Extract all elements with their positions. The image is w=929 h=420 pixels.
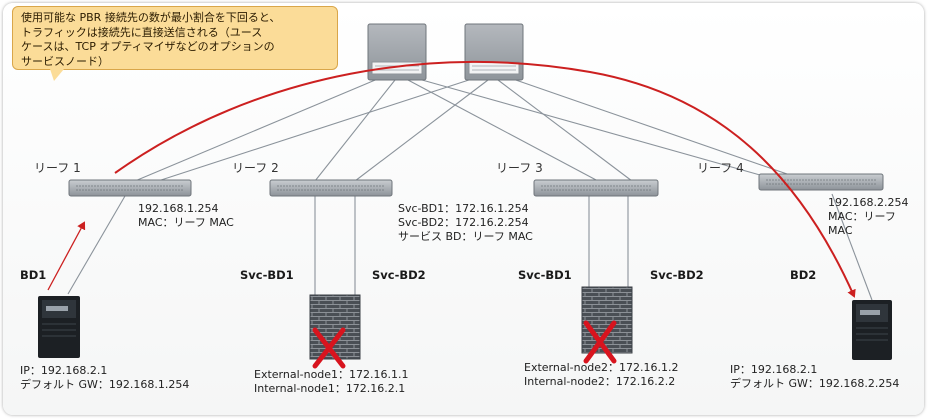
downlinks (67, 193, 873, 301)
leaf-4-ip: 192.168.2.254 (828, 196, 909, 209)
leaf-1-label: リーフ 1 (34, 161, 81, 175)
destination-server-icon (852, 300, 892, 360)
leaf-4-label: リーフ 4 (697, 161, 744, 175)
server-ip: IP：192.168.2.1 (730, 363, 818, 376)
link-spine2-leaf1 (157, 77, 476, 182)
leaf-3-label: リーフ 3 (496, 161, 543, 175)
callout-line: サービスノード） (21, 54, 109, 68)
leaf-switch-1 (68, 179, 192, 197)
fabric-links (134, 77, 791, 182)
bd1-label: BD1 (20, 268, 47, 282)
link-leaf1-client (67, 195, 126, 295)
client-ip: IP：192.168.2.1 (20, 364, 108, 377)
leaf-switch-3 (533, 179, 659, 197)
leaf-switch-4 (758, 173, 884, 191)
node2-external-ip: External-node2：172.16.1.2 (524, 361, 679, 374)
link-spine2-leaf2 (354, 79, 489, 182)
failed-node-2-x-icon (583, 320, 617, 364)
callout-tail (50, 69, 64, 81)
diagram-frame (3, 3, 924, 415)
callout-box: 使用可能な PBR 接続先の数が最小割合を下回ると、 トラフィックは接続先に直接… (12, 6, 338, 70)
svc-bd1-gateway: Svc-BD1：172.16.1.254 (398, 202, 529, 215)
leaf-4-mac: MAC：リーフ (828, 210, 896, 223)
svc-bd1-label-node2: Svc-BD1 (518, 268, 572, 282)
link-leaf4-server (831, 193, 873, 301)
svc-bd1-label-node1: Svc-BD1 (240, 268, 294, 282)
leaf-4-mac-cont: MAC (828, 224, 853, 237)
server-gateway: デフォルト GW：192.168.2.254 (730, 377, 900, 390)
spine-switch-1 (367, 23, 427, 81)
bd2-label: BD2 (790, 268, 817, 282)
node1-internal-ip: Internal-node1：172.16.2.1 (254, 382, 406, 395)
link-spine2-leaf3 (497, 79, 633, 182)
svc-bd2-label-node1: Svc-BD2 (372, 268, 426, 282)
node2-internal-ip: Internal-node2：172.16.2.2 (524, 375, 676, 388)
client-gateway: デフォルト GW：192.168.1.254 (20, 378, 190, 391)
traffic-path-leaf1-to-server (114, 60, 856, 298)
node1-external-ip: External-node1：172.16.1.1 (254, 368, 409, 381)
callout-line: トラフィックは接続先に直接送信される（ユース (21, 25, 263, 39)
link-spine1-leaf2 (314, 79, 396, 182)
svc-bd2-label-node2: Svc-BD2 (650, 268, 704, 282)
spine-switch-2 (464, 23, 524, 81)
link-spine1-leaf3 (407, 79, 599, 182)
callout-line: ケースは、TCP オプティマイザなどのオプションの (21, 40, 275, 53)
service-bd-mac: サービス BD：リーフ MAC (398, 230, 533, 243)
firewall-node-1-icon (309, 294, 361, 360)
svc-bd2-gateway: Svc-BD2：172.16.2.254 (398, 216, 529, 229)
leaf-1-ip: 192.168.1.254 (138, 202, 219, 215)
leaf-switch-2 (269, 179, 393, 197)
leaf-1-mac: MAC：リーフ MAC (138, 216, 234, 229)
firewall-node-2-icon (581, 286, 633, 354)
failed-node-1-x-icon (312, 327, 346, 369)
client-server-icon (38, 296, 80, 358)
link-spine2-leaf4 (509, 77, 791, 176)
link-spine1-leaf4 (414, 77, 761, 176)
callout-line: 使用可能な PBR 接続先の数が最小割合を下回ると、 (21, 11, 281, 24)
traffic-arrow-client-to-leaf1 (47, 221, 86, 291)
link-spine1-leaf1 (134, 77, 381, 182)
leaf-2-label: リーフ 2 (232, 161, 279, 175)
